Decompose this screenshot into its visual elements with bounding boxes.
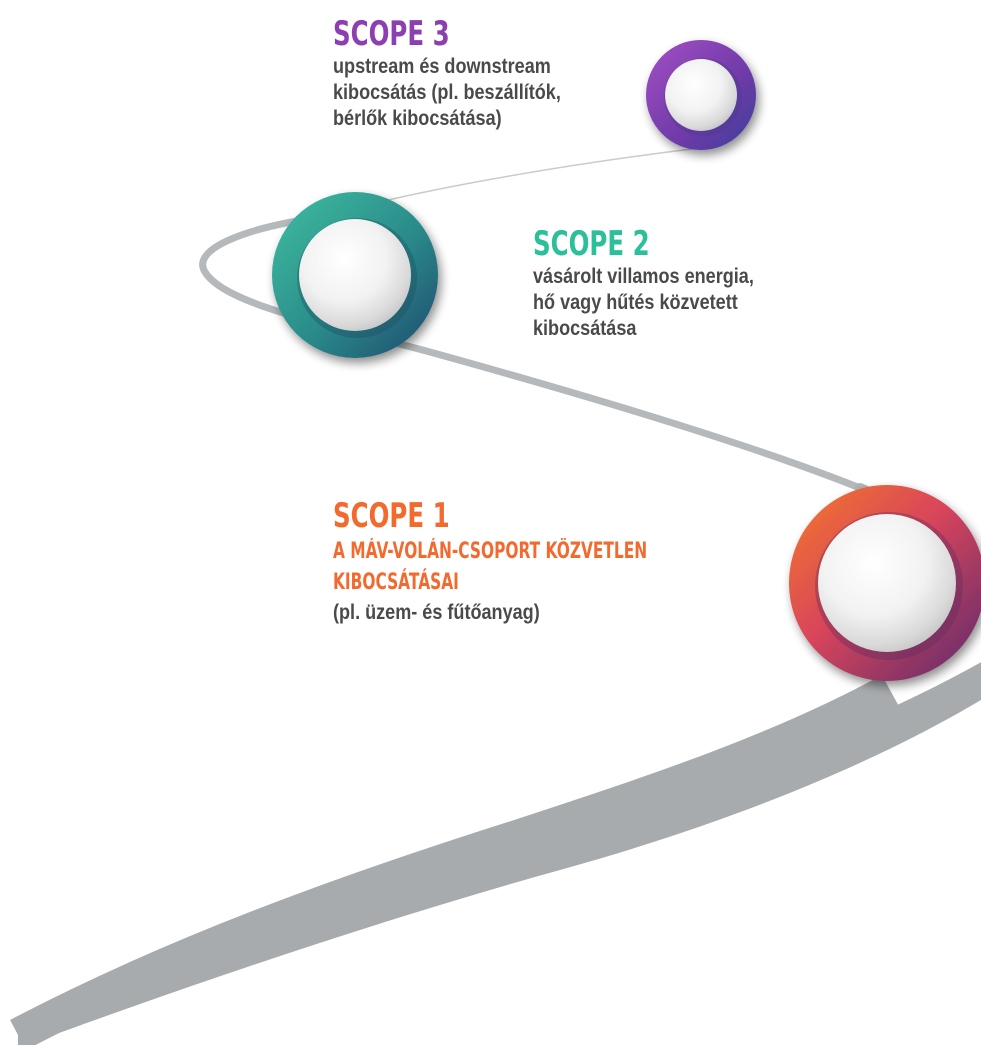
scope1-desc-line: (pl. üzem- és fűtőanyag) [333, 601, 540, 624]
scope3-desc-line: kibocsátás (pl. beszállítók, [333, 81, 561, 104]
scope2-desc-line: vásárolt villamos energia, [533, 265, 754, 288]
scope1-subtitle-line: A MÁV-VOLÁN-CSOPORT KÖZVETLEN [333, 539, 648, 564]
scope2-desc-line: hő vagy hűtés közvetett [533, 291, 738, 314]
scope1-subtitle-line: KIBOCSÁTÁSAI [333, 570, 459, 595]
scope3-label-group: SCOPE 3 upstream és downstream kibocsátá… [333, 14, 598, 132]
scope3-orb [646, 40, 756, 150]
scope1-label-group: SCOPE 1 A MÁV-VOLÁN-CSOPORT KÖZVETLEN KI… [333, 496, 782, 626]
road-lower-sweep-edge [10, 675, 899, 1045]
scope3-desc-line: bérlők kibocsátása) [333, 107, 502, 130]
scope2-orb [272, 192, 438, 358]
scope3-description: upstream és downstream kibocsátás (pl. b… [333, 54, 561, 132]
scope2-title: SCOPE 2 [533, 224, 650, 264]
scope3-title: SCOPE 3 [333, 14, 450, 54]
scope1-subtitle: A MÁV-VOLÁN-CSOPORT KÖZVETLEN KIBOCSÁTÁS… [333, 536, 647, 598]
scope2-label-group: SCOPE 2 vásárolt villamos energia, hő va… [533, 224, 790, 342]
scope2-desc-line: kibocsátása [533, 317, 637, 340]
scope1-orb [789, 485, 981, 681]
scope1-title: SCOPE 1 [333, 496, 450, 536]
scope1-description: (pl. üzem- és fűtőanyag) [333, 600, 719, 626]
scope2-description: vásárolt villamos energia, hő vagy hűtés… [533, 264, 754, 342]
scope3-desc-line: upstream és downstream [333, 55, 551, 78]
